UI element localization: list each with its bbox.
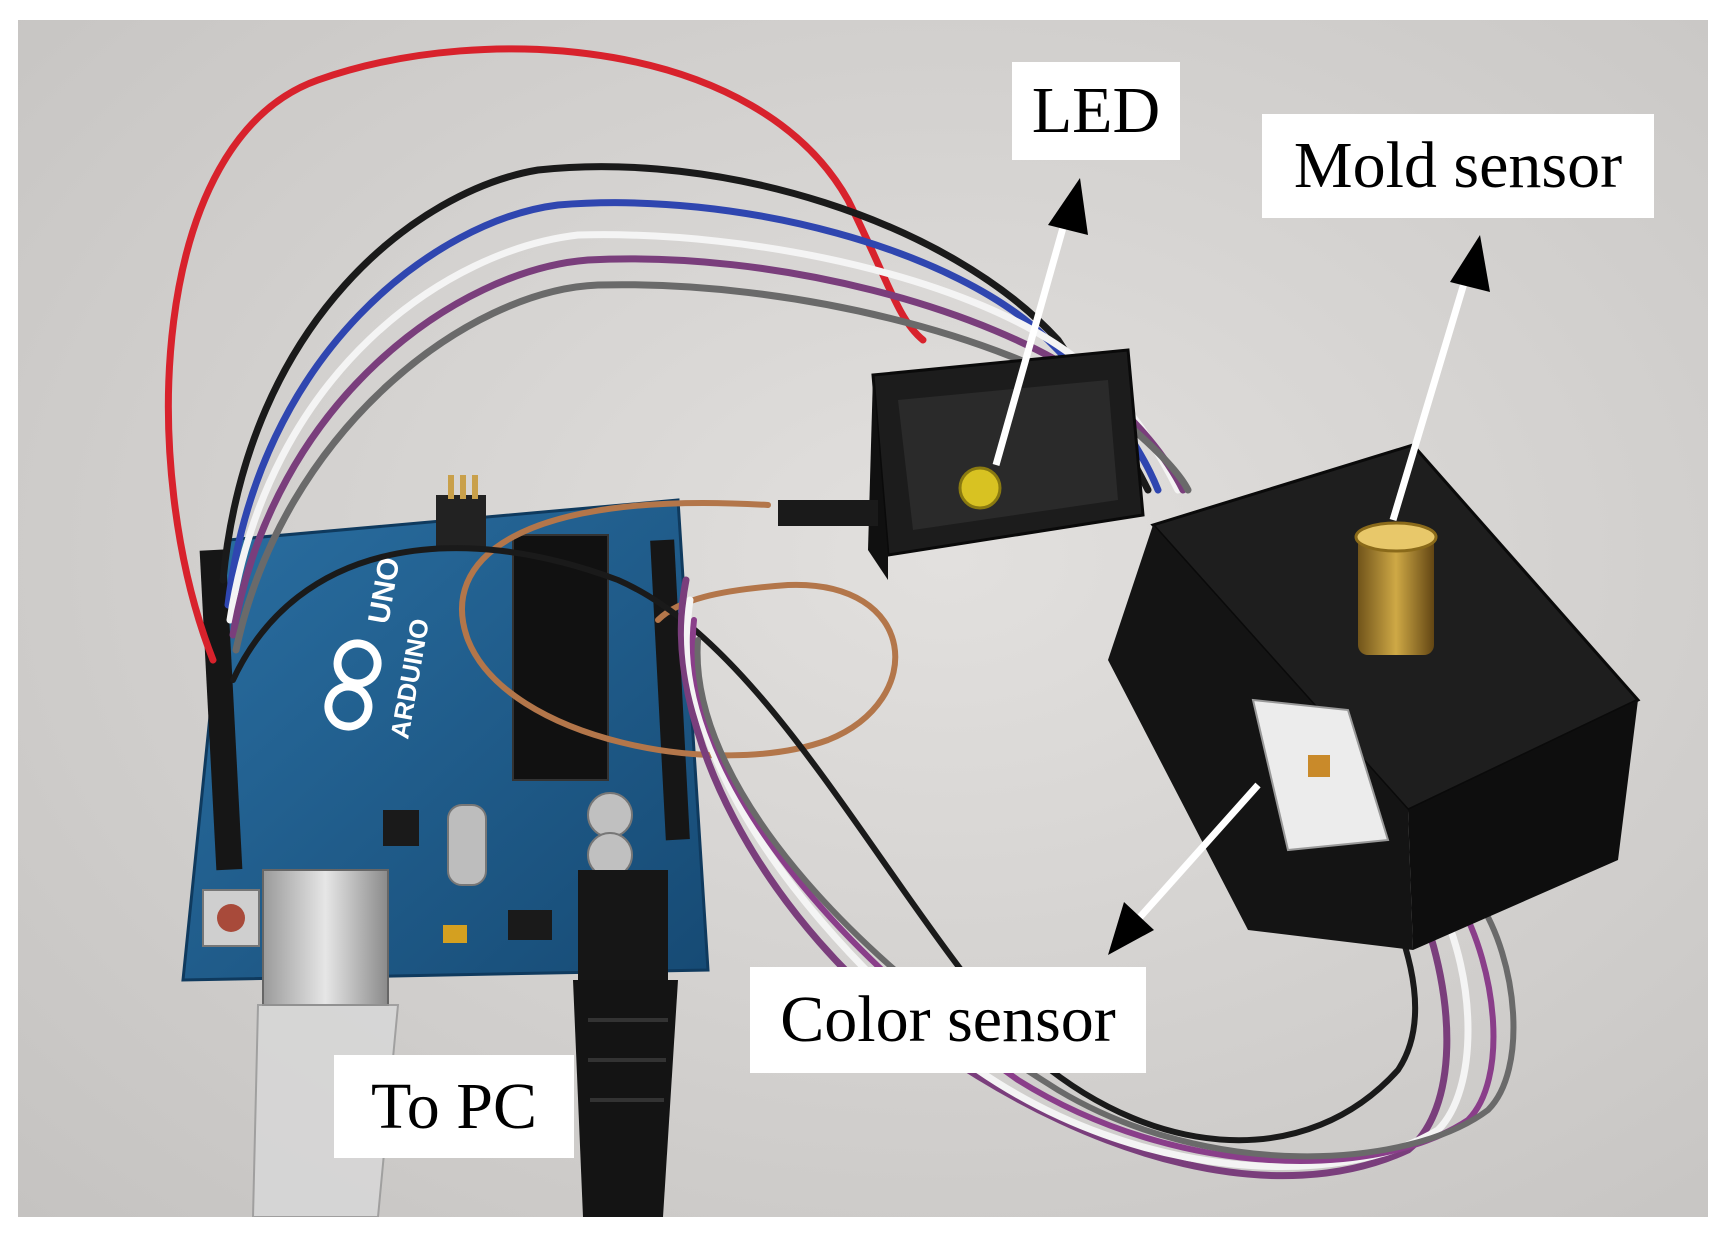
arrow-head-color	[1108, 902, 1154, 955]
color-sensor-label: Color sensor	[750, 967, 1146, 1073]
led-bulb	[958, 466, 1002, 510]
annotation-arrows	[992, 178, 1490, 955]
jumper-wires	[164, 45, 1517, 1180]
power-cable	[573, 870, 678, 1217]
mold-sensor-label: Mold sensor	[1262, 114, 1654, 218]
arrow-head-led	[1048, 178, 1088, 235]
arrow-head-mold	[1450, 235, 1490, 292]
to-pc-label: To PC	[334, 1055, 574, 1158]
arduino-uno-board: ARDUINO UNO	[181, 475, 710, 982]
mold-sensor-housing	[1108, 443, 1641, 950]
led-housing	[778, 348, 1145, 580]
usb-cable	[251, 869, 400, 1217]
led-label: LED	[1012, 62, 1180, 160]
